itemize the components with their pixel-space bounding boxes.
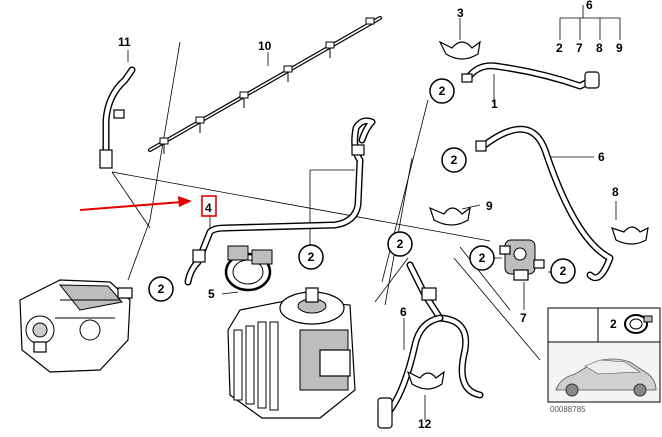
callout-circle-2: 2 [148, 276, 174, 302]
highlight-arrow [79, 196, 192, 211]
label-part-11: 11 [118, 35, 131, 49]
label-group6-child: 9 [616, 41, 623, 55]
label-part-8: 8 [612, 185, 619, 199]
highlight-box-part-4 [201, 195, 217, 217]
leader-lines [111, 5, 621, 420]
part-8-clamp [611, 226, 649, 245]
label-part-9: 9 [486, 199, 493, 213]
callout-circles: 2 2 2 2 2 2 2 [148, 78, 576, 302]
label-part-6: 6 [400, 305, 407, 319]
svg-text:2: 2 [439, 84, 446, 98]
callout-circle-2: 2 [387, 231, 413, 257]
label-part-10: 10 [258, 39, 272, 53]
part-7-valve [499, 239, 545, 281]
part-11-hose [99, 66, 136, 169]
part-12-clamp [406, 370, 445, 390]
label-part-5: 5 [208, 287, 215, 301]
label-group6-child: 7 [576, 41, 583, 55]
callout-circle-2: 2 [469, 245, 495, 271]
part-6-hose-right [475, 125, 614, 282]
label-part-3: 3 [457, 6, 464, 20]
label-part-4: 4 [205, 201, 212, 215]
part-9-clamp [429, 206, 471, 226]
label-group6-child: 8 [596, 41, 603, 55]
callout-circle-2: 2 [441, 147, 467, 173]
label-group6-child: 2 [556, 41, 563, 55]
hose-clamp-icon [624, 314, 653, 334]
part-number-labels: 3 6 2 7 8 9 1 11 10 6 8 9 4 5 7 6 12 [118, 0, 623, 431]
label-part-6: 6 [586, 0, 593, 12]
part-4-hose [184, 117, 376, 286]
part-1-hose [461, 62, 600, 90]
svg-text:2: 2 [451, 153, 458, 167]
label-part-1: 1 [491, 97, 498, 111]
fuel-filter-housing [227, 287, 356, 419]
car-silhouette-icon [555, 358, 657, 397]
part-5-clamp [224, 245, 273, 292]
image-code: 00088785 [550, 405, 586, 414]
label-part-7: 7 [520, 311, 527, 325]
callout-circle-2: 2 [298, 244, 324, 270]
svg-text:2: 2 [158, 282, 165, 296]
inset-panel: 2 00088785 [547, 307, 661, 414]
part-6-hose-lower [377, 261, 484, 429]
svg-text:2: 2 [397, 237, 404, 251]
label-part-12: 12 [418, 417, 432, 431]
callout-circle-2: 2 [550, 258, 576, 284]
callout-circle-2: 2 [429, 78, 455, 104]
svg-text:2: 2 [479, 251, 486, 265]
svg-text:2: 2 [560, 264, 567, 278]
inset-label: 2 [610, 317, 617, 331]
part-3-clamp [438, 40, 481, 60]
svg-text:2: 2 [308, 250, 315, 264]
label-part-6: 6 [598, 150, 605, 164]
high-pressure-pump [19, 279, 133, 373]
part-10-fuel-rail [148, 16, 382, 154]
